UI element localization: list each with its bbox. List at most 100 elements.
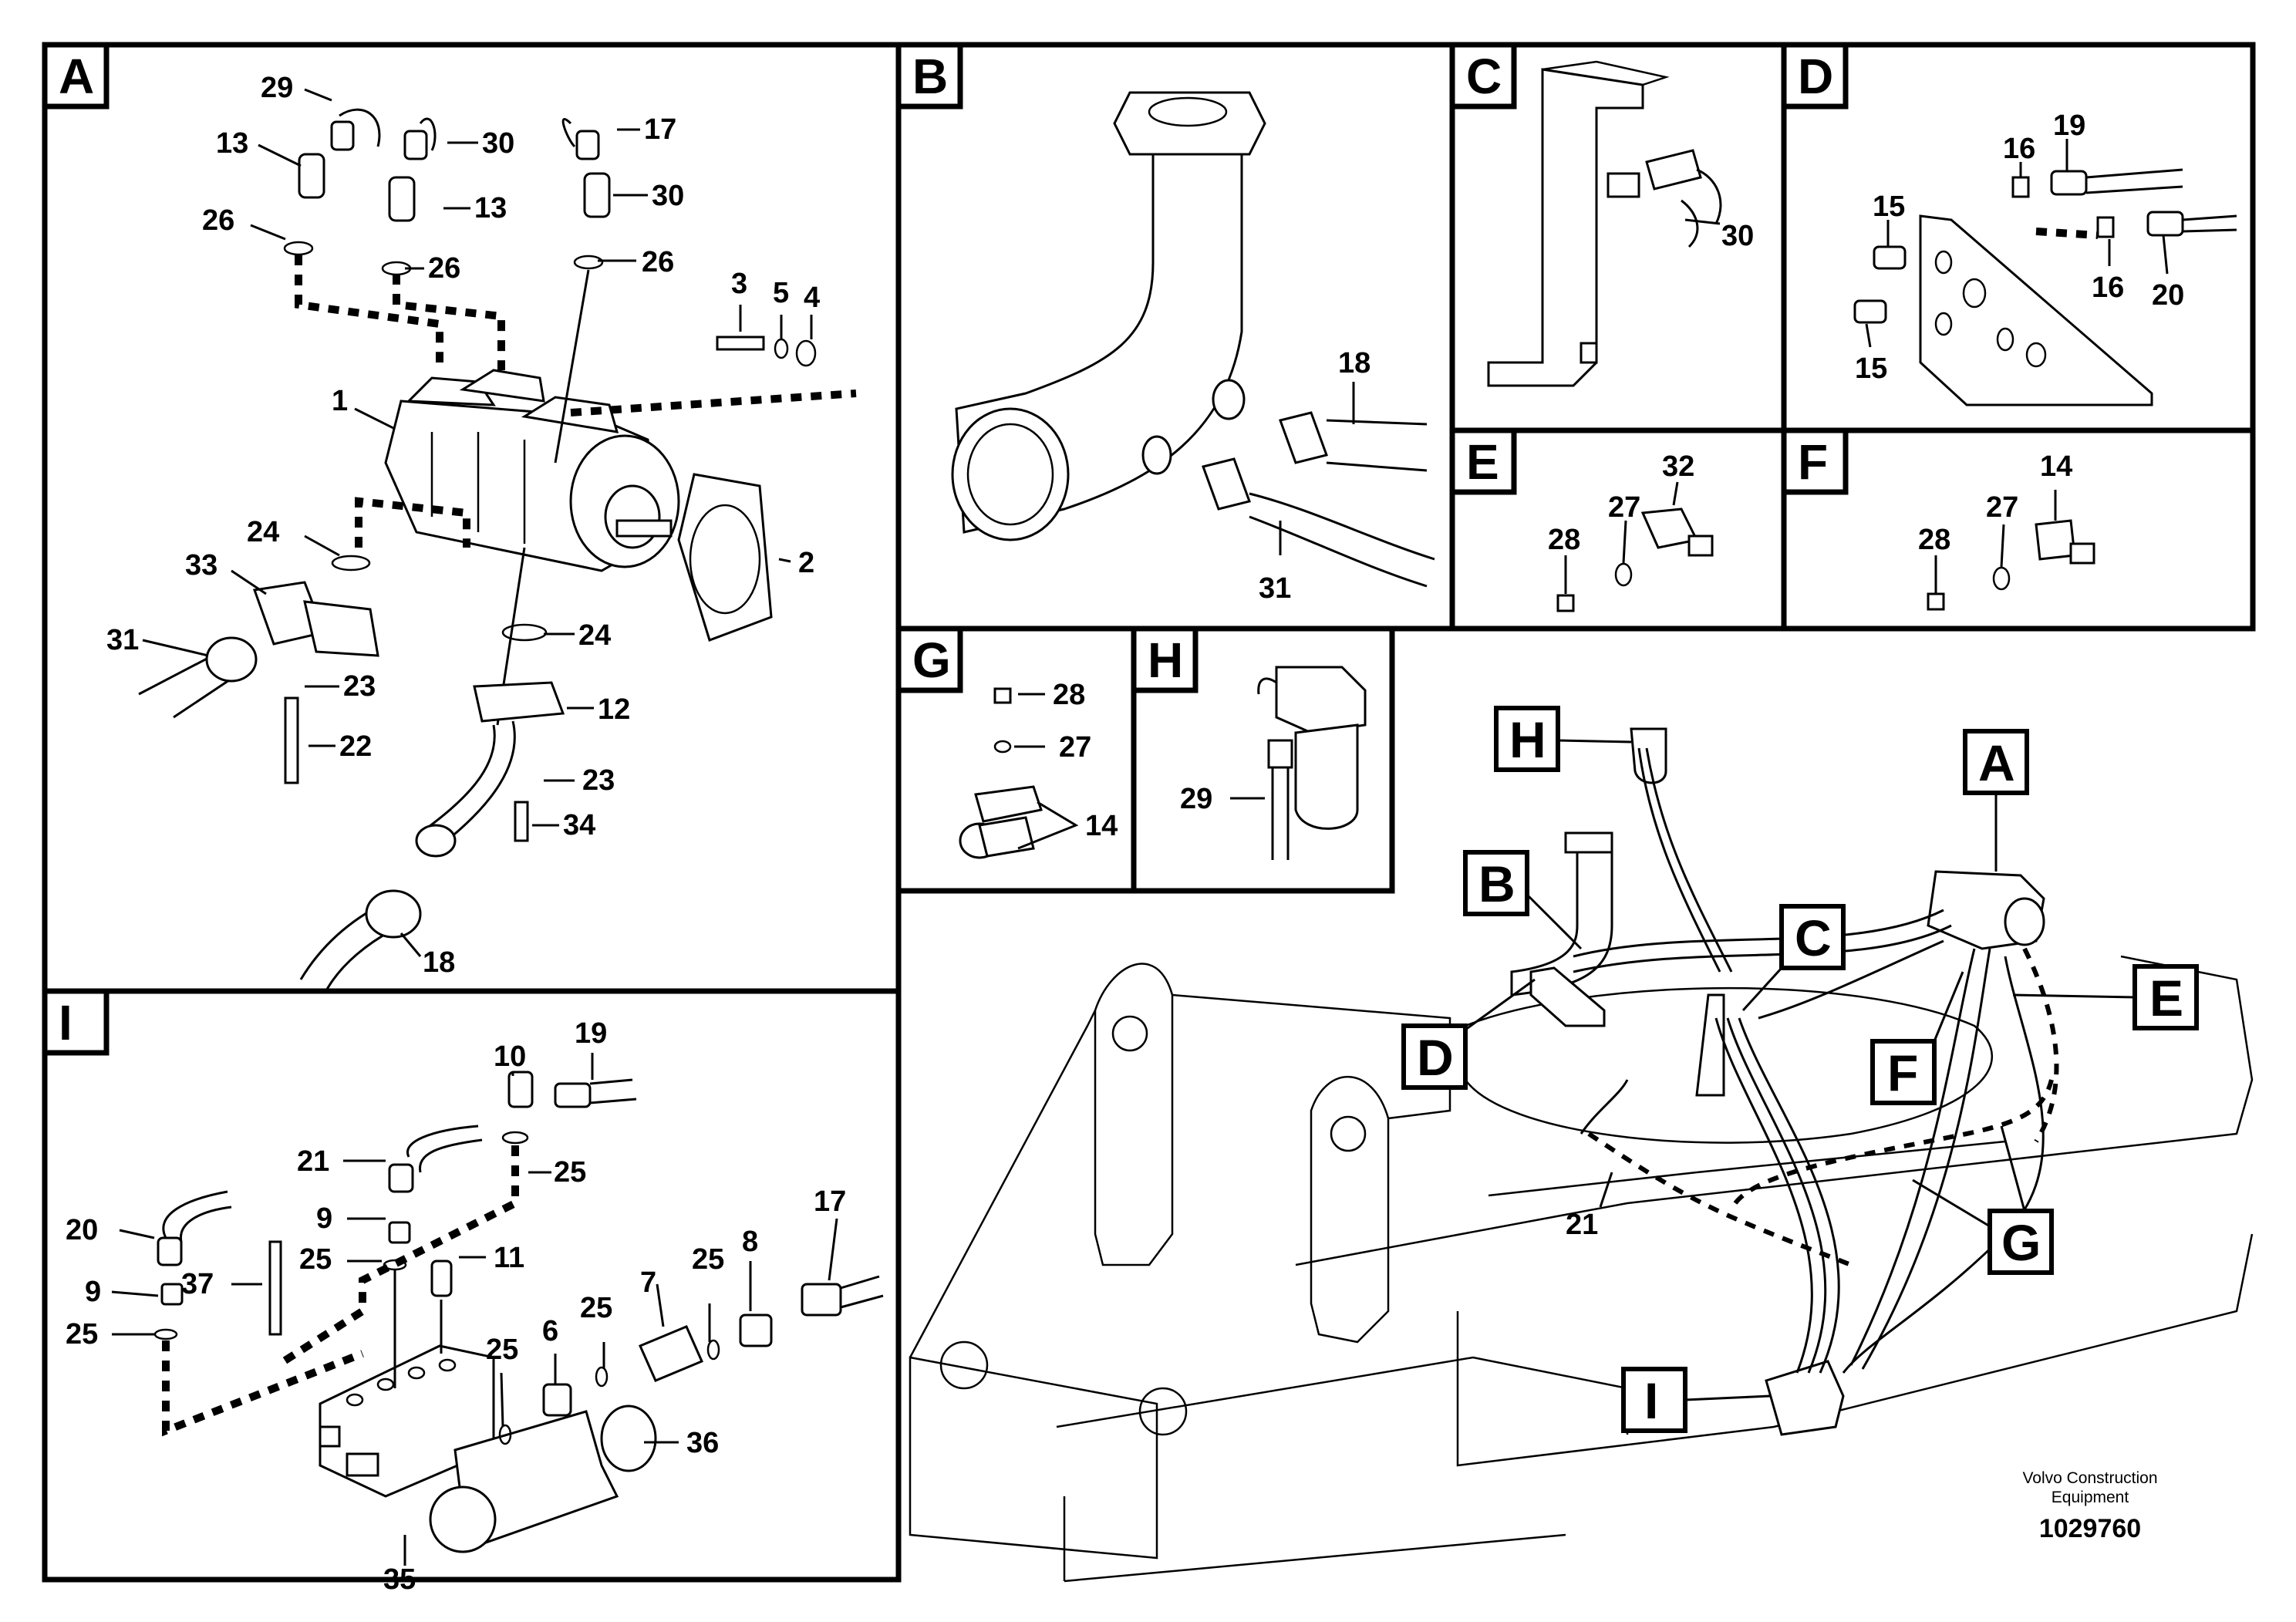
label-e-27: 27	[1608, 491, 1640, 524]
panel-i: I	[42, 988, 902, 1596]
label-a-12: 12	[598, 693, 630, 726]
panel-e: E 32 27 28	[1449, 427, 1787, 632]
label-a-26c: 26	[642, 246, 674, 278]
label-a-1: 1	[332, 385, 348, 417]
label-i-25: 25	[554, 1156, 586, 1189]
label-a-2: 2	[798, 547, 814, 579]
panel-b-letter: B	[912, 49, 948, 104]
label-a-5: 5	[773, 277, 789, 309]
label-i-37: 37	[181, 1268, 214, 1300]
label-i-25b: 25	[299, 1243, 332, 1276]
panel-f: F 14 27 28	[1781, 427, 2256, 632]
label-d-16: 16	[2003, 133, 2035, 165]
label-overview-21: 21	[1566, 1209, 1598, 1241]
panel-b: B 18 31	[895, 42, 1455, 632]
label-f-27: 27	[1986, 491, 2018, 524]
credit-block: Volvo Construction Equipment 1029760	[2022, 1469, 2157, 1543]
label-d-19: 19	[2053, 110, 2085, 142]
label-f-28: 28	[1918, 524, 1950, 556]
label-e-32: 32	[1662, 450, 1694, 483]
panel-a: A	[42, 42, 902, 996]
callout-a: A	[1978, 734, 2015, 791]
label-i-25c: 25	[692, 1243, 724, 1276]
label-b-31: 31	[1259, 572, 1291, 605]
panel-a-letter: A	[59, 49, 94, 104]
callout-h: H	[1509, 711, 1546, 768]
label-a-23b: 23	[582, 764, 615, 797]
label-a-4: 4	[804, 282, 820, 314]
label-a-30: 30	[482, 127, 514, 160]
panel-e-letter: E	[1466, 434, 1499, 490]
callout-c: C	[1795, 909, 1832, 966]
pump-drawing	[384, 369, 773, 642]
callout-e: E	[2149, 969, 2183, 1027]
label-a-13b: 13	[474, 192, 507, 224]
pipe-drawing	[951, 91, 1266, 541]
label-b-18: 18	[1338, 347, 1371, 379]
label-i-35: 35	[383, 1563, 416, 1596]
label-a-24b: 24	[578, 619, 611, 652]
label-a-26: 26	[202, 204, 234, 237]
panel-f-letter: F	[1798, 434, 1828, 490]
overview-drawing	[909, 727, 2254, 1583]
panel-c-letter: C	[1466, 49, 1502, 104]
label-g-28: 28	[1053, 679, 1085, 711]
panel-h-letter: H	[1148, 632, 1183, 688]
panel-g-letter: G	[912, 632, 951, 688]
label-i-25d: 25	[580, 1292, 612, 1324]
label-i-10: 10	[494, 1040, 526, 1073]
panel-d: D 16 19 15 16 20 15	[1781, 42, 2256, 433]
label-f-14: 14	[2040, 450, 2072, 483]
label-i-9: 9	[316, 1202, 332, 1235]
panel-d-letter: D	[1798, 49, 1833, 104]
label-a-24: 24	[247, 516, 279, 548]
label-g-14: 14	[1085, 810, 1118, 842]
label-h-29: 29	[1180, 783, 1212, 815]
label-i-7: 7	[640, 1266, 656, 1299]
label-d-16b: 16	[2092, 271, 2124, 304]
panel-h: H 29	[1131, 626, 1395, 894]
label-a-34: 34	[563, 809, 595, 841]
valve-block-drawing	[319, 1344, 657, 1553]
label-a-17: 17	[644, 113, 676, 146]
label-d-15b: 15	[1855, 352, 1887, 385]
label-e-28: 28	[1548, 524, 1580, 556]
label-g-27: 27	[1059, 731, 1091, 764]
panel-g: G 28 27 14	[895, 626, 1137, 894]
label-i-17: 17	[814, 1185, 846, 1218]
label-i-21: 21	[297, 1145, 329, 1178]
panel-c: C 30	[1449, 42, 1787, 433]
label-a-29: 29	[261, 72, 293, 104]
label-c-30: 30	[1721, 220, 1754, 252]
callout-f: F	[1887, 1044, 1918, 1101]
label-a-33: 33	[185, 549, 217, 582]
label-i-11: 11	[494, 1242, 524, 1274]
label-a-22: 22	[339, 730, 372, 763]
label-i-25e: 25	[486, 1334, 518, 1366]
label-a-26b: 26	[428, 252, 460, 285]
panel-i-letter: I	[59, 995, 72, 1050]
callout-i: I	[1644, 1372, 1658, 1429]
label-d-15: 15	[1873, 191, 1905, 223]
label-i-9b: 9	[85, 1276, 101, 1308]
label-a-23: 23	[343, 670, 376, 703]
overview-callouts: H A B C E D F G I 21	[1401, 706, 2199, 1433]
label-a-18: 18	[423, 946, 455, 979]
label-a-31: 31	[106, 624, 139, 656]
fittings-top	[283, 108, 611, 276]
label-i-25f: 25	[66, 1318, 98, 1351]
label-a-30b: 30	[652, 180, 684, 212]
label-i-36: 36	[686, 1427, 719, 1459]
label-a-3: 3	[731, 268, 747, 300]
label-a-13: 13	[216, 127, 248, 160]
label-i-19: 19	[575, 1017, 607, 1050]
label-d-20: 20	[2152, 279, 2184, 312]
reference-number: 1029760	[2039, 1514, 2141, 1543]
credit-line-1: Volvo Construction	[2022, 1469, 2157, 1487]
label-i-6: 6	[542, 1315, 558, 1347]
label-i-20: 20	[66, 1214, 98, 1246]
label-i-8: 8	[742, 1226, 758, 1258]
callout-g: G	[2001, 1214, 2041, 1271]
credit-line-2: Equipment	[2052, 1489, 2129, 1506]
